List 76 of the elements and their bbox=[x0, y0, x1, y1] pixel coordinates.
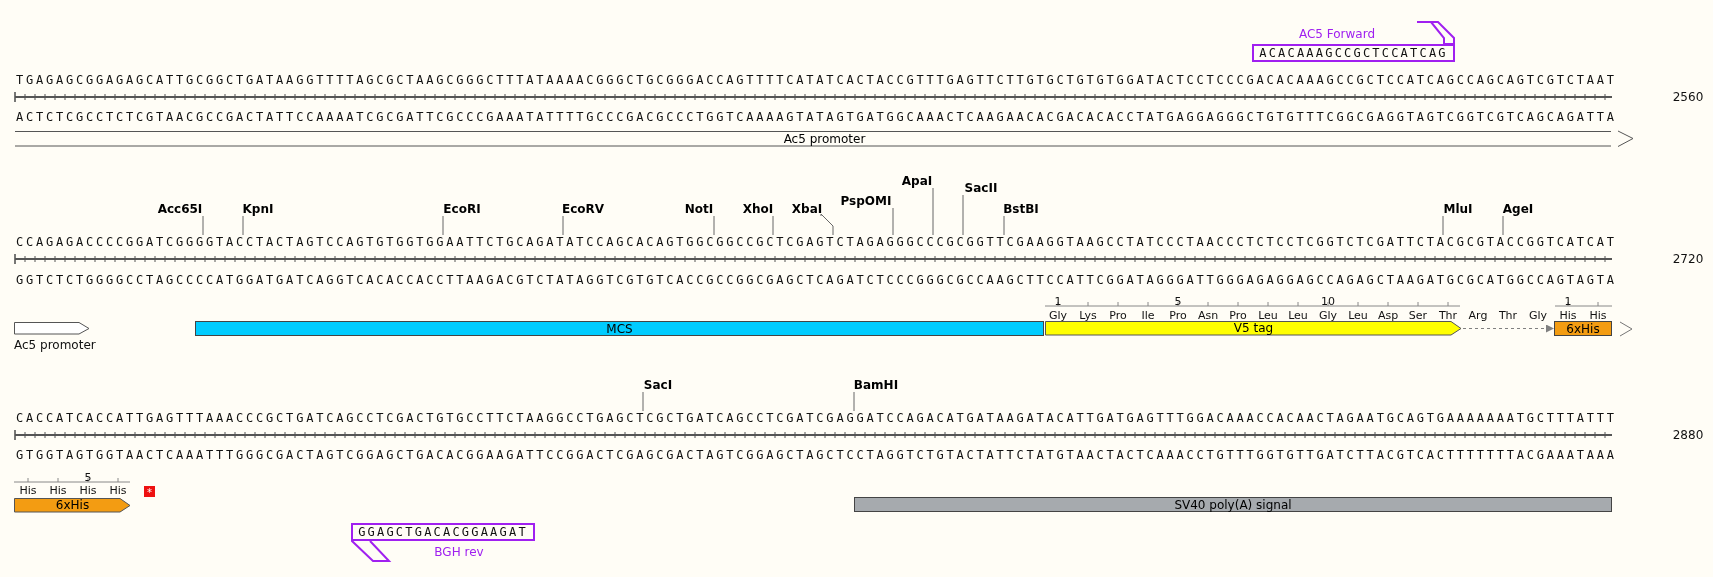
restriction-site-label: XbaI bbox=[791, 202, 823, 216]
residue-number: 10 bbox=[1321, 295, 1335, 308]
arrow bbox=[1462, 324, 1554, 333]
leader-line bbox=[1502, 215, 1504, 236]
leader-line bbox=[562, 215, 564, 236]
feature-arrow: 6xHis bbox=[14, 498, 131, 513]
leader-line bbox=[892, 207, 894, 236]
restriction-site-label: BstBI bbox=[1003, 202, 1039, 216]
leader-line bbox=[932, 187, 934, 236]
restriction-site-label: SacII bbox=[964, 181, 998, 195]
leader-line bbox=[202, 215, 204, 236]
restriction-site-label: BamHI bbox=[853, 378, 899, 392]
dna-sequence: ACTCTCGCCTCTCGTAACGCCGACTATTCCAAAATCGCGATTCGCCCGAAATATTTTGCCCGACGCCCTGGTCAAAAGTATAGTGATGGCAAACTCAAGAACACGACACACCTATGAGGAGGGCTGTGTTTCGGCGAGGTAGTCGGTCGTCAGCAGATTA bbox=[16, 110, 1617, 124]
primer-name: AC5 Forward bbox=[1298, 27, 1376, 41]
amino-acid-label: Pro bbox=[1109, 309, 1127, 322]
amino-acid-label: His bbox=[1559, 309, 1577, 322]
amino-acid-label: His bbox=[109, 484, 127, 497]
dna-sequence: CCAGAGACCCCGGATCGGGGTACCTACTAGTCCAGTGTGGTGGAATTCTGCAGATATCCAGCACAGTGGCGGCCGCTCGAGTCTAGAGGGCCCGCGGTTCGAAGGTAAGCCTATCCCTAACCCTCTCCTCGGTCTCGATTCTACGCGTACCGGTCATCAT bbox=[16, 235, 1617, 249]
stop-codon-marker: * bbox=[144, 486, 155, 497]
leader-line bbox=[713, 215, 715, 236]
restriction-site-label: SacI bbox=[643, 378, 673, 392]
residue-number: 1 bbox=[1054, 295, 1062, 308]
amino-acid-label: Leu bbox=[1258, 309, 1278, 322]
residue-number: 1 bbox=[1564, 295, 1572, 308]
primer-sequence: ACACAAAGCCGCTCCATCAG bbox=[1252, 44, 1455, 62]
primer-name: BGH rev bbox=[434, 545, 484, 559]
feature-bar: MCS bbox=[195, 321, 1044, 336]
amino-acid-label: Leu bbox=[1348, 309, 1368, 322]
amino-acid-label: His bbox=[19, 484, 37, 497]
amino-acid-label: His bbox=[79, 484, 97, 497]
amino-acid-label: Leu bbox=[1288, 309, 1308, 322]
amino-acid-label: His bbox=[1589, 309, 1607, 322]
position-number: 2560 bbox=[1672, 91, 1704, 104]
amino-acid-label: His bbox=[49, 484, 67, 497]
restriction-site-label: KpnI bbox=[242, 202, 274, 216]
dna-sequence: TGAGAGCGGAGAGCATTGCGGCTGATAAGGTTTTAGCGCTAAGCGGGCTTTATAAAACGGGCTGCGGGACCAGTTTTCATATCACTACCGTTTGAGTTCTTGTGCTGTGTGGATACTCCTCCCGACACAAAGCCGCTCCATCAGCCAGCAGTCGTCTAAT bbox=[16, 73, 1617, 87]
feature-bar: SV40 poly(A) signal bbox=[854, 497, 1612, 512]
amino-acid-label: Ser bbox=[1408, 309, 1428, 322]
amino-acid-label: Gly bbox=[1048, 309, 1068, 322]
leader-line bbox=[962, 194, 964, 236]
restriction-site-label: NotI bbox=[684, 202, 714, 216]
dna-sequence: CACCATCACCATTGAGTTTAAACCCGCTGATCAGCCTCGACTGTGCCTTCTAAGGCCTGAGCTCGCTGATCAGCCTCGATCGAGGATCCAGACATGATAAGATACATTGATGAGTTTGGACAAACCACAACTAGAATGCAGTGAAAAAAATGCTTTATTT bbox=[16, 411, 1617, 425]
feature-bar: 6xHis bbox=[1554, 321, 1612, 336]
restriction-site-label: AgeI bbox=[1502, 202, 1534, 216]
amino-acid-label: Pro bbox=[1229, 309, 1247, 322]
leader-line bbox=[1442, 215, 1444, 236]
amino-acid-label: Thr bbox=[1438, 309, 1458, 322]
restriction-site-label: PspOMI bbox=[840, 194, 892, 208]
amino-acid-label: Arg bbox=[1468, 309, 1488, 322]
restriction-site-label: EcoRI bbox=[443, 202, 481, 216]
dna-sequence: GGTCTCTGGGGCCTAGCCCCATGGATGATCAGGTCACACCACCTTAAGACGTCTATAGGTCGTGTCACCGCCGGCGAGCTCAGATCTCCCGGGCGCCAAGCTTCCATTCGGATAGGGATTGGGAGAGGAGCCAGAGCTAAGATGCGCATGGCCAGTAGTA bbox=[16, 273, 1617, 287]
dna-sequence: GTGGTAGTGGTAACTCAAATTTGGGCGACTAGTCGGAGCTGACACGGAAGATTCCGGACTCGAGCGACTAGTCGGAGCTAGCTCCTAGGTCTGTACTATTCTATGTAACTACTCAAACCTGTTTGGTGTTGATCTTACGTCACTTTTTTTACGAAATAAA bbox=[16, 448, 1617, 462]
amino-acid-label: Gly bbox=[1528, 309, 1548, 322]
amino-acid-label: Pro bbox=[1169, 309, 1187, 322]
leader-line bbox=[820, 213, 834, 236]
restriction-site-label: Acc65I bbox=[157, 202, 203, 216]
leader-line bbox=[442, 215, 444, 236]
leader-line bbox=[242, 215, 244, 236]
feature-label: Ac5 promoter bbox=[14, 338, 96, 352]
position-number: 2880 bbox=[1672, 429, 1704, 442]
position-number: 2720 bbox=[1672, 253, 1704, 266]
restriction-site-label: MluI bbox=[1443, 202, 1473, 216]
leader-line bbox=[642, 391, 644, 412]
leader-line bbox=[1003, 215, 1005, 236]
restriction-site-label: ApaI bbox=[901, 174, 933, 188]
amino-acid-label: Ile bbox=[1141, 309, 1155, 322]
restriction-site-label: EcoRV bbox=[561, 202, 605, 216]
amino-acid-label: Asn bbox=[1197, 309, 1219, 322]
leader-line bbox=[772, 215, 774, 236]
residue-number: 5 bbox=[84, 471, 92, 484]
primer-sequence: GGAGCTGACACGGAAGAT bbox=[351, 523, 535, 541]
feature-arrow bbox=[14, 322, 90, 335]
restriction-site-label: XhoI bbox=[742, 202, 774, 216]
leader-line bbox=[853, 391, 855, 412]
residue-number: 5 bbox=[1174, 295, 1182, 308]
amino-acid-label: Thr bbox=[1498, 309, 1518, 322]
